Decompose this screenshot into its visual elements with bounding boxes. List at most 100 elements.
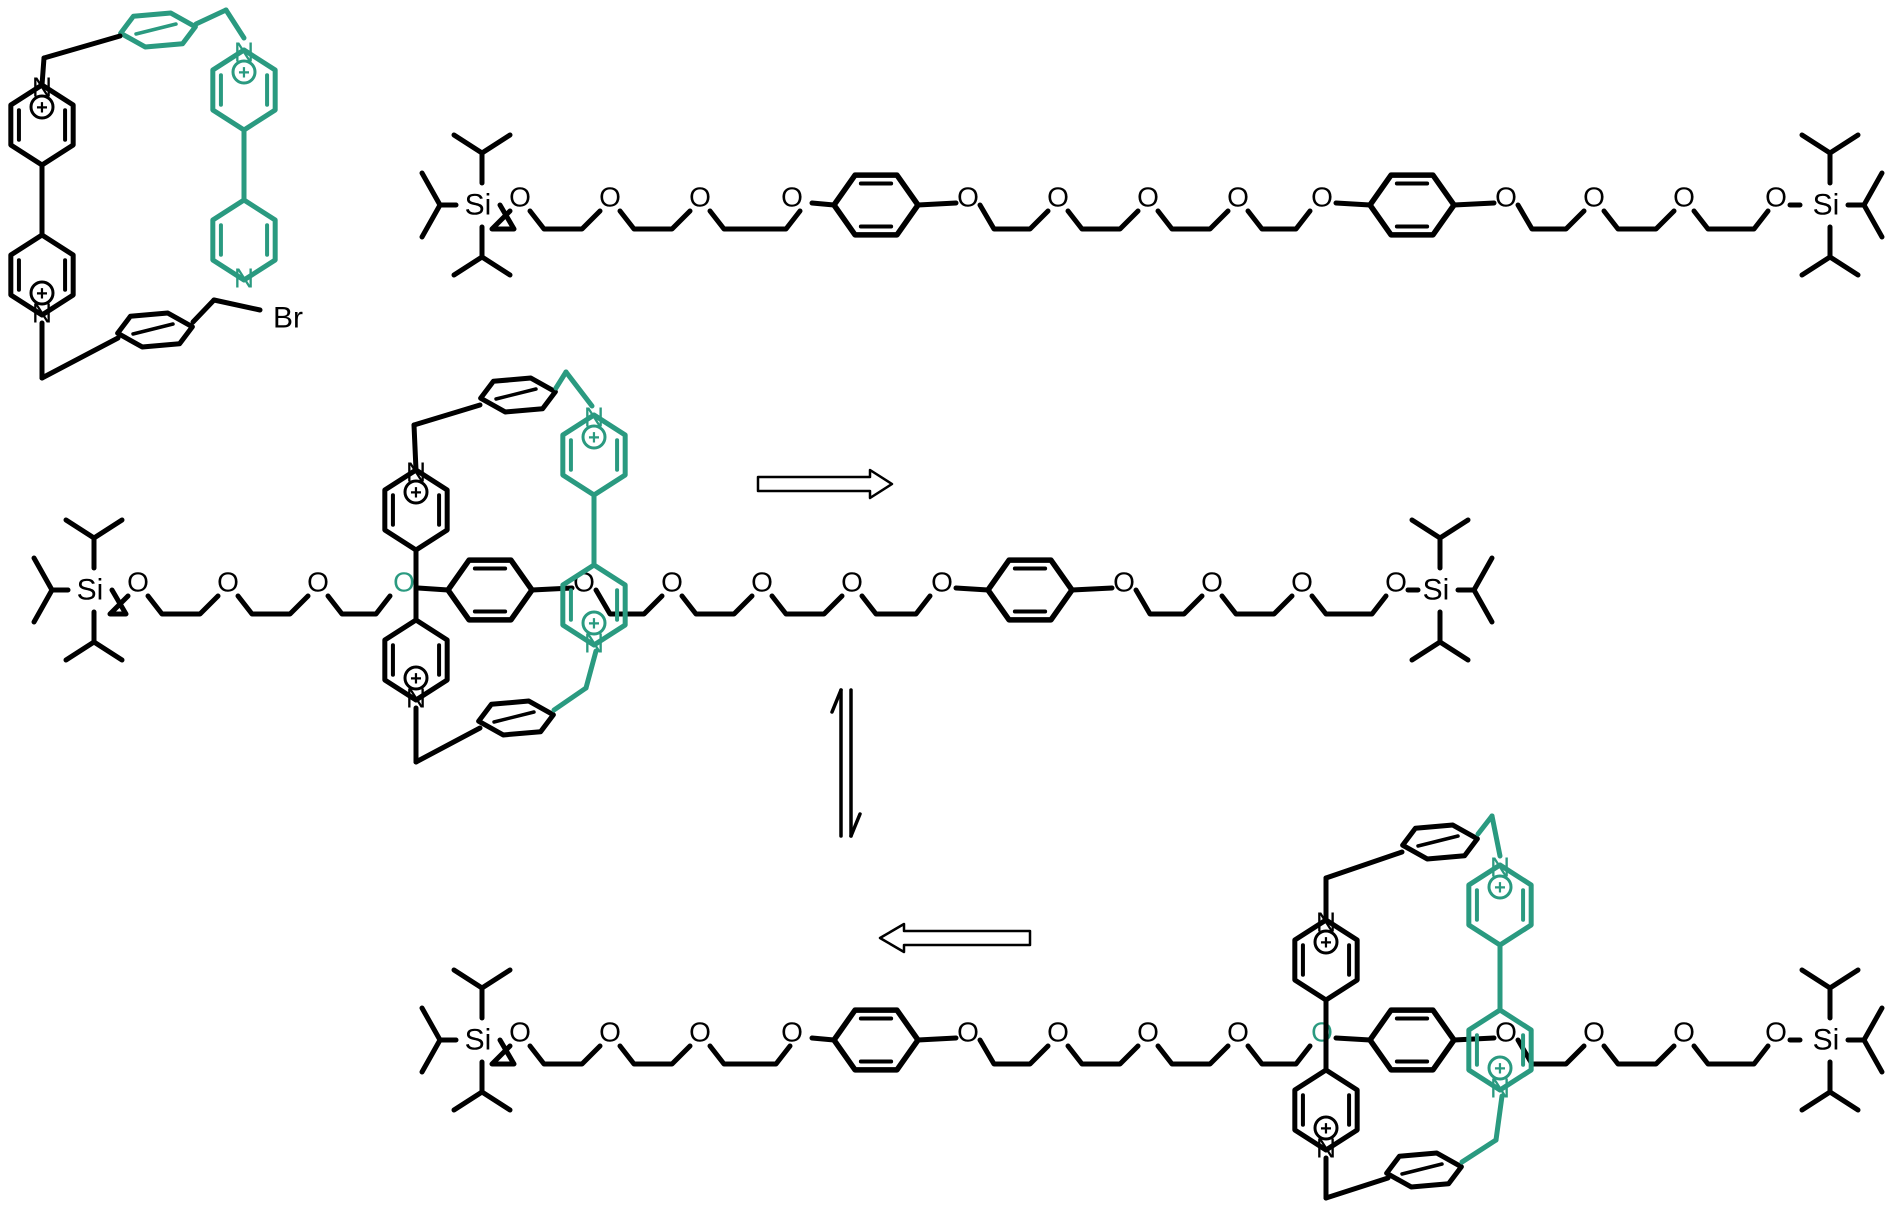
atom-label: O xyxy=(1137,182,1159,213)
bond-line xyxy=(63,639,97,663)
bond-line xyxy=(190,297,217,325)
bond-chain xyxy=(489,202,517,232)
bond-line xyxy=(1861,1037,1885,1075)
bond-line xyxy=(415,585,451,593)
atom-label: O xyxy=(1227,1017,1249,1048)
bond-chain xyxy=(859,593,933,617)
atom-label: O xyxy=(689,1017,711,1048)
atom-label: O xyxy=(599,182,621,213)
cation-charge-icon: + xyxy=(1313,1115,1339,1141)
bond-line xyxy=(451,967,485,991)
bond-line xyxy=(1799,132,1833,156)
bond-chain xyxy=(115,310,195,350)
bond-line xyxy=(41,33,123,61)
bond-line xyxy=(193,7,229,27)
bond-line xyxy=(411,422,419,473)
bond-chain xyxy=(1245,208,1313,232)
bond-line xyxy=(451,132,485,156)
bond-chain xyxy=(527,1043,603,1067)
bond-line xyxy=(1827,1089,1861,1113)
bond-line xyxy=(1475,813,1495,837)
bond-line xyxy=(1861,170,1885,208)
bond-line xyxy=(1416,834,1460,848)
atom-label: O xyxy=(1385,567,1407,598)
atom-label: O xyxy=(509,1017,531,1048)
bond-line xyxy=(451,254,485,278)
svg-text:+: + xyxy=(36,283,48,305)
bond-line xyxy=(39,335,121,381)
bond-chain xyxy=(325,593,393,617)
bond-chain xyxy=(1155,1043,1231,1067)
bond-chain xyxy=(1065,1043,1141,1067)
atom-label: O xyxy=(1583,182,1605,213)
bond-line xyxy=(1451,200,1497,208)
svg-text:+: + xyxy=(588,613,600,635)
bond-chain xyxy=(8,232,76,318)
bond-chain xyxy=(769,593,845,617)
bond-line xyxy=(419,1005,443,1043)
bond-chain xyxy=(1691,208,1771,232)
bond-line xyxy=(1471,555,1495,593)
open-arrow-right xyxy=(756,468,894,500)
bond-line xyxy=(91,517,125,541)
atom-label: O xyxy=(1495,182,1517,213)
bond-line xyxy=(1827,132,1861,156)
atom-label: O xyxy=(509,182,531,213)
cyclophane-precursor-bromide: N+N+N+NBr xyxy=(8,7,303,381)
atom-label: N xyxy=(584,628,604,659)
bond-chain xyxy=(1466,1007,1534,1093)
bond-line xyxy=(1069,585,1115,593)
atom-label: O xyxy=(217,567,239,598)
bond-line xyxy=(31,587,55,625)
atom-label: O xyxy=(307,567,329,598)
atom-label: O xyxy=(1583,1017,1605,1048)
bond-chain xyxy=(617,1043,693,1067)
open-arrow-left xyxy=(878,922,1032,954)
svg-text:+: + xyxy=(238,62,250,84)
atom-label: Si xyxy=(1813,1024,1840,1057)
atom-label: O xyxy=(1311,182,1333,213)
svg-text:+: + xyxy=(1494,877,1506,899)
cation-charge-icon: + xyxy=(1487,1055,1513,1081)
atom-label: O xyxy=(1137,1017,1159,1048)
bond-line xyxy=(451,1089,485,1113)
atom-label: Si xyxy=(77,574,104,607)
bond-chain xyxy=(1219,593,1295,617)
atom-label: Si xyxy=(465,1024,492,1057)
bond-line xyxy=(494,387,538,401)
bond-line xyxy=(1333,1035,1373,1043)
atom-label: O xyxy=(781,182,803,213)
bond-line xyxy=(1827,254,1861,278)
bond-chain xyxy=(617,208,693,232)
atom-label: O xyxy=(1765,1017,1787,1048)
cation-charge-icon: + xyxy=(29,280,55,306)
bond-line xyxy=(1333,200,1373,208)
bond-chain xyxy=(1691,1043,1771,1067)
bond-line xyxy=(563,369,595,409)
atom-label: N xyxy=(406,683,426,714)
bond-line xyxy=(809,200,837,208)
bond-line xyxy=(479,967,513,991)
atom-label: Si xyxy=(465,189,492,222)
bond-line xyxy=(1471,587,1495,625)
cation-charge-icon: + xyxy=(581,610,607,636)
atom-label: O xyxy=(599,1017,621,1048)
bond-line xyxy=(1400,1162,1444,1176)
atom-label: O xyxy=(841,567,863,598)
bond-chain xyxy=(235,593,311,617)
bond-line xyxy=(223,7,247,41)
cation-charge-icon: + xyxy=(29,94,55,120)
atom-label: O xyxy=(1227,182,1249,213)
bond-line xyxy=(1437,517,1471,541)
atom-label: O xyxy=(957,1017,979,1048)
bond-line xyxy=(131,322,175,336)
svg-text:+: + xyxy=(36,97,48,119)
bond-chain xyxy=(1601,208,1677,232)
bond-chain xyxy=(1245,1043,1313,1067)
bond-line xyxy=(1451,1035,1497,1043)
bond-line xyxy=(1861,202,1885,240)
bond-chain xyxy=(1515,1037,1587,1067)
atom-label: O xyxy=(781,1017,803,1048)
